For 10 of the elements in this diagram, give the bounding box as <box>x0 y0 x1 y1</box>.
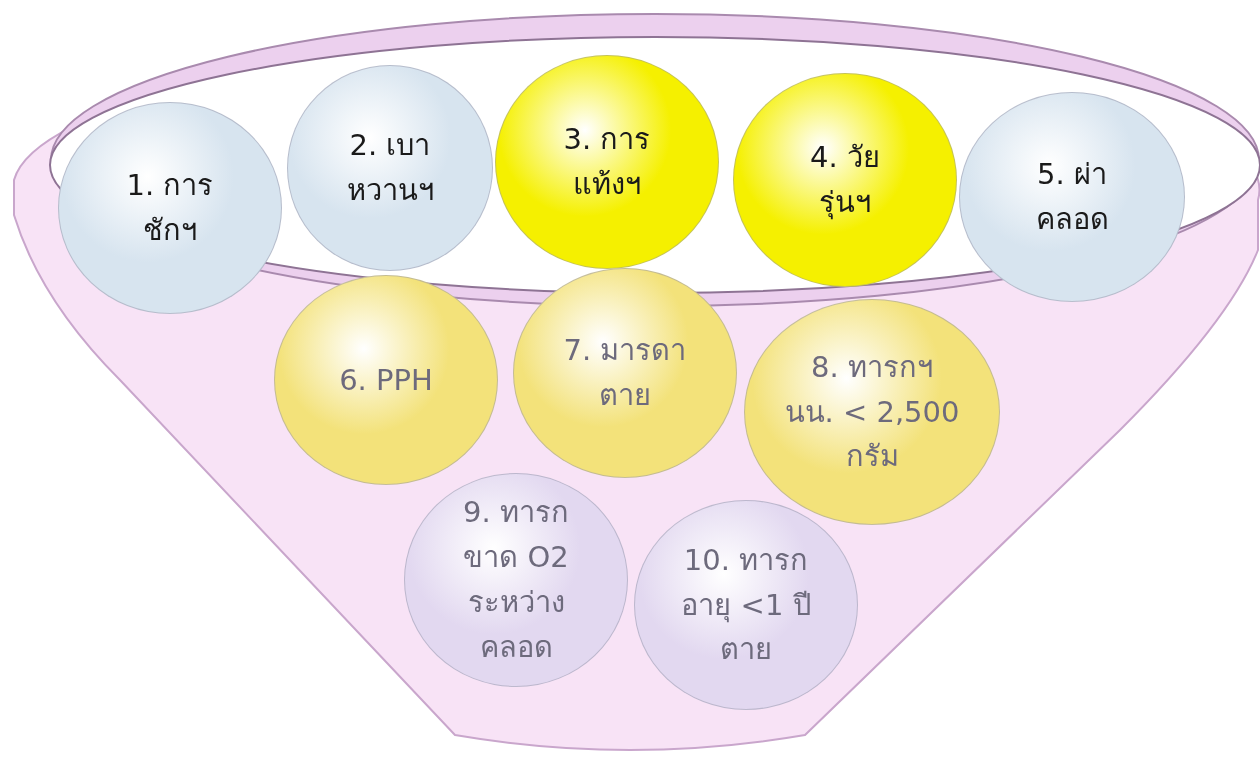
circle-label: 3. การแท้งฯ <box>562 121 652 203</box>
circle-label: 9. ทารกขาด O2 ระหว่างคลอด <box>462 494 570 666</box>
circle-label: 10. ทารกอายุ <1 ปี ตาย <box>681 541 811 669</box>
circle-label: 4. วัยรุ่นฯ <box>809 139 881 222</box>
circle-label: 2. เบาหวานฯ <box>345 127 435 209</box>
circle-label: 5. ผ่าคลอด <box>1034 156 1110 238</box>
circle-label: 6. PPH <box>339 361 433 399</box>
circle-label: 8. ทารกฯ นน. < 2,500 กรัม <box>783 348 961 476</box>
circle-label: 7. มารดาตาย <box>562 332 688 414</box>
circle-label: 1. การชักฯ <box>125 167 215 249</box>
